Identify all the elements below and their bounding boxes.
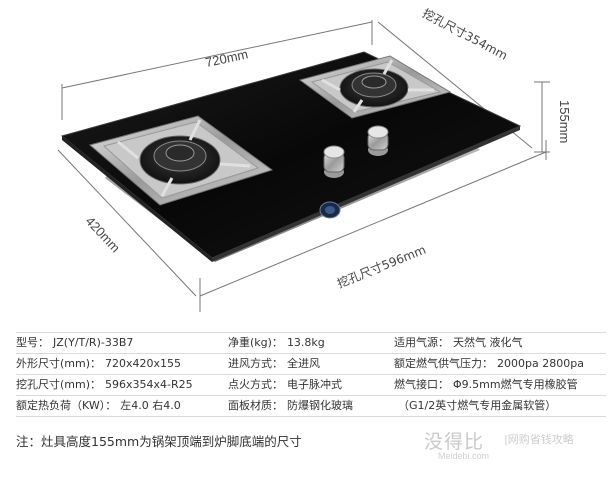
spec-label: 点火方式：: [228, 378, 283, 391]
spec-value: 防爆钢化玻璃: [287, 399, 353, 412]
spec-value: Φ9.5mm燃气专用橡胶管: [453, 378, 578, 391]
spec-cell: 净重(kg)：13.8kg: [228, 333, 394, 353]
spec-label: 燃气接口：: [394, 378, 449, 391]
spec-label: 挖孔尺寸(mm)：: [16, 378, 102, 391]
spec-cell: 燃气接口： Φ9.5mm燃气专用橡胶管: [394, 375, 606, 395]
spec-value: 天然气 液化气: [453, 336, 523, 349]
spec-cell: 额定热负荷（KW）：左4.0 右4.0: [16, 396, 228, 416]
spec-cell: 面板材质： 防爆钢化玻璃: [228, 396, 394, 416]
spec-label: 适用气源：: [394, 336, 449, 349]
spec-value: （G1/2英寸燃气专用金属软管）: [398, 399, 557, 412]
control-knobs: [323, 125, 389, 178]
watermark-logo: 没得比: [424, 431, 485, 453]
cooktop-illustration: 720mm 420mm 155mm 挖孔尺寸596mm 挖孔尺寸354mm: [57, 5, 572, 312]
spec-cell: 进风方式： 全进风: [228, 354, 394, 374]
spec-cell: 外形尺寸(mm)：720x420x155: [16, 354, 228, 374]
watermark-domain: Meidebi.com: [438, 451, 490, 461]
dim-width-label: 720mm: [204, 46, 250, 70]
spec-label: 型号：: [16, 336, 49, 349]
right-burner: [298, 55, 452, 119]
spec-value: JZ(Y/T/R)-33B7: [53, 336, 134, 349]
spec-label: 外形尺寸(mm)：: [16, 357, 102, 370]
spec-label: 额定燃气供气压力：: [394, 357, 493, 370]
spec-value: 全进风: [287, 357, 320, 370]
spec-value: 13.8kg: [286, 336, 325, 349]
dim-cutout-width-label: 挖孔尺寸596mm: [335, 242, 428, 291]
spec-value: 720x420x155: [105, 357, 182, 370]
spec-value: 电子脉冲式: [287, 378, 342, 391]
spec-value: 左4.0 右4.0: [120, 399, 181, 412]
watermark-slogan: |网购省钱攻略: [504, 433, 574, 446]
spec-cell: 挖孔尺寸(mm)：596x354x4-R25: [16, 375, 228, 395]
spec-label: 净重(kg)：: [228, 336, 283, 349]
spec-label: 面板材质：: [228, 399, 283, 412]
dimension-lines: [57, 20, 550, 312]
spec-value: 596x354x4-R25: [105, 378, 193, 391]
spec-label: 额定热负荷（KW）：: [16, 399, 117, 412]
dim-height-label: 155mm: [557, 100, 572, 143]
left-burner: [88, 115, 274, 206]
dim-cutout-depth-label: 挖孔尺寸354mm: [420, 5, 510, 63]
spec-cell: 额定燃气供气压力： 2000pa 2800pa: [394, 354, 606, 374]
spec-label: 进风方式：: [228, 357, 283, 370]
footnote: 注：灶具高度155mm为锅架顶端到炉脚底端的尺寸: [16, 434, 302, 449]
spec-value: 2000pa 2800pa: [497, 357, 584, 370]
spec-cell: 点火方式： 电子脉冲式: [228, 375, 394, 395]
spec-cell: 型号： JZ(Y/T/R)-33B7: [16, 333, 228, 353]
spec-cell: 适用气源： 天然气 液化气: [394, 333, 606, 353]
spec-cell: （G1/2英寸燃气专用金属软管）: [394, 396, 606, 416]
dim-depth-label: 420mm: [83, 213, 124, 255]
